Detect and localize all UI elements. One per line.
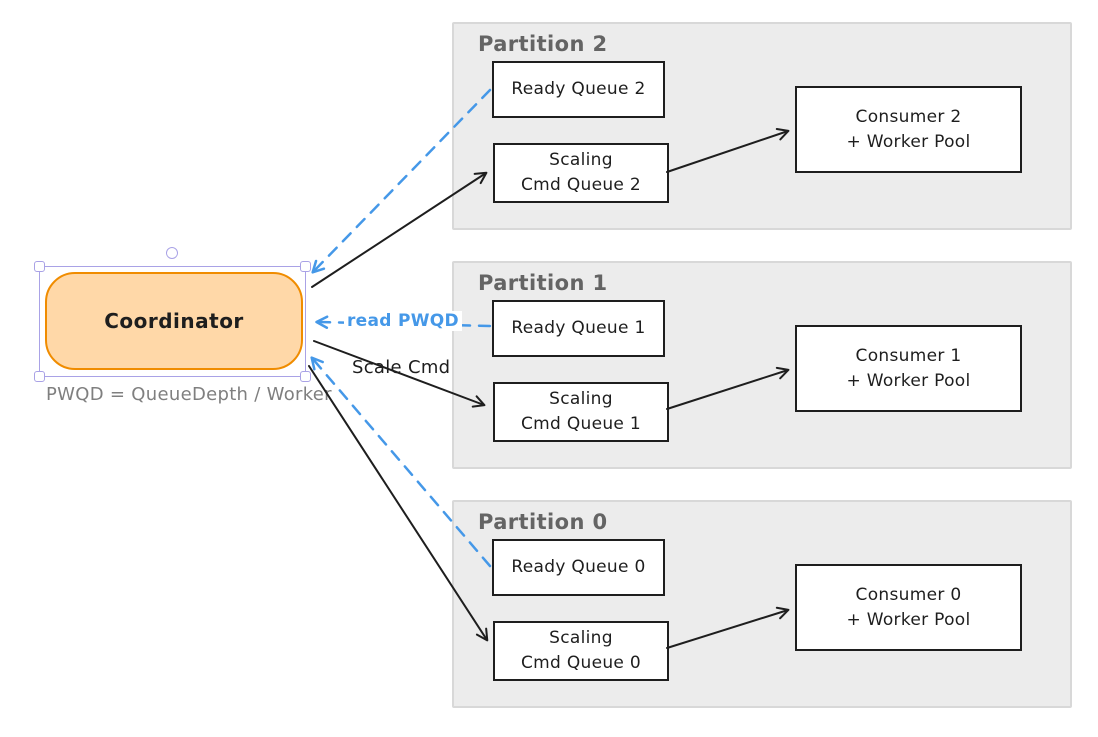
scaling-queue-1-line2: Cmd Queue 1 <box>521 414 641 434</box>
scaling-queue-0-line2: Cmd Queue 0 <box>521 653 641 673</box>
coordinator-label: Coordinator <box>104 309 244 333</box>
edge-label-read-pwqd[interactable]: read PWQD <box>344 311 462 331</box>
coordinator-node[interactable]: Coordinator <box>45 272 303 370</box>
ready-queue-2-box[interactable]: Ready Queue 2 <box>492 61 665 118</box>
consumer-1-line2: + Worker Pool <box>846 370 971 391</box>
consumer-2-line2: + Worker Pool <box>846 131 971 152</box>
scaling-queue-2-line2: Cmd Queue 2 <box>521 175 641 195</box>
resize-handle-bottom-left[interactable] <box>33 370 45 382</box>
scaling-cmd-queue-1-box[interactable]: Scaling Cmd Queue 1 <box>493 382 669 442</box>
resize-handle-top-left[interactable] <box>33 260 45 272</box>
partition-2-label[interactable]: Partition 2 <box>478 32 608 56</box>
consumer-0-line2: + Worker Pool <box>846 609 971 630</box>
scaling-queue-1-line1: Scaling <box>549 389 613 410</box>
consumer-1-box[interactable]: Consumer 1 + Worker Pool <box>795 325 1022 412</box>
ready-queue-2-label: Ready Queue 2 <box>511 79 646 100</box>
scaling-queue-0-line1: Scaling <box>549 628 613 649</box>
consumer-2-box[interactable]: Consumer 2 + Worker Pool <box>795 86 1022 173</box>
ready-queue-0-box[interactable]: Ready Queue 0 <box>492 539 665 596</box>
partition-1-label[interactable]: Partition 1 <box>478 271 608 295</box>
partition-2-frame[interactable]: Partition 2 Ready Queue 2 Scaling Cmd Qu… <box>452 22 1072 230</box>
consumer-0-line1: Consumer 0 <box>855 584 962 605</box>
rotation-handle[interactable] <box>166 246 178 259</box>
ready-queue-0-label: Ready Queue 0 <box>511 557 646 578</box>
ready-queue-1-label: Ready Queue 1 <box>511 318 646 339</box>
partition-1-frame[interactable]: Partition 1 Ready Queue 1 Scaling Cmd Qu… <box>452 261 1072 469</box>
ready-queue-1-box[interactable]: Ready Queue 1 <box>492 300 665 357</box>
consumer-0-box[interactable]: Consumer 0 + Worker Pool <box>795 564 1022 651</box>
partition-0-frame[interactable]: Partition 0 Ready Queue 0 Scaling Cmd Qu… <box>452 500 1072 708</box>
scaling-cmd-queue-2-box[interactable]: Scaling Cmd Queue 2 <box>493 143 669 203</box>
consumer-1-line1: Consumer 1 <box>855 345 962 366</box>
resize-handle-top-right[interactable] <box>299 260 311 272</box>
resize-handle-bottom-right[interactable] <box>299 370 311 382</box>
scaling-queue-2-line1: Scaling <box>549 150 613 171</box>
partition-0-label[interactable]: Partition 0 <box>478 510 608 534</box>
pwqd-formula-text[interactable]: PWQD = QueueDepth / Worker <box>46 384 332 405</box>
scaling-cmd-queue-0-box[interactable]: Scaling Cmd Queue 0 <box>493 621 669 681</box>
consumer-2-line1: Consumer 2 <box>855 106 962 127</box>
edge-label-scale-cmd[interactable]: Scale Cmd <box>352 357 451 378</box>
